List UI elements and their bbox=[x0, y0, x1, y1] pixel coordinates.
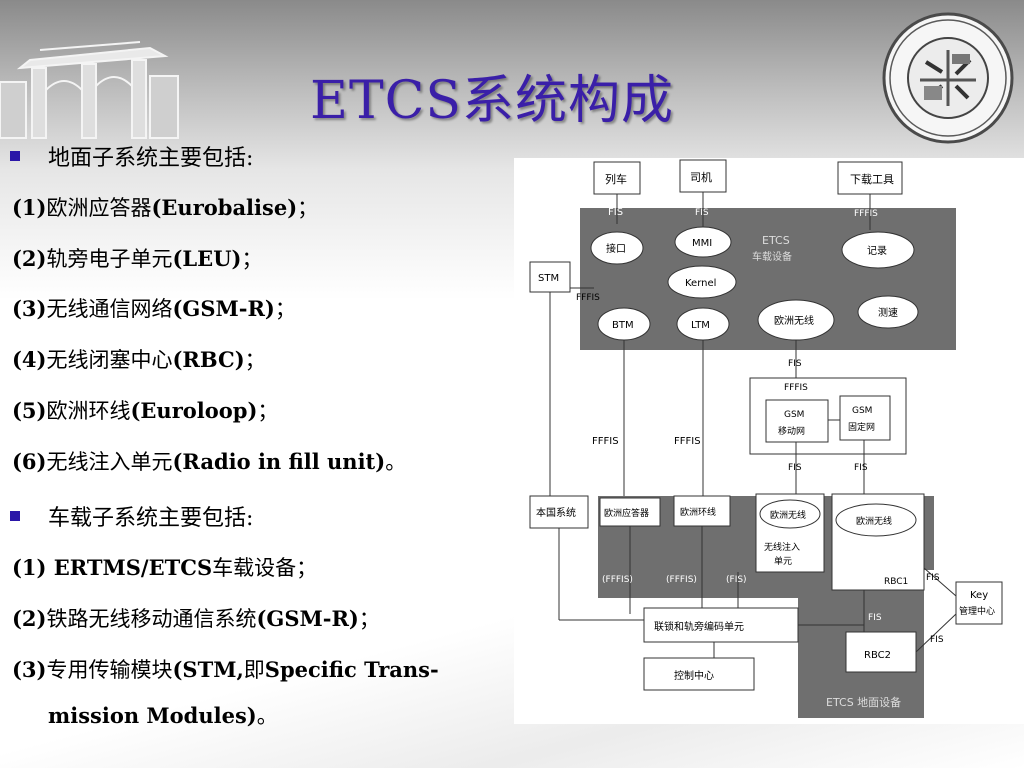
fis-rbc1-rbc2: FIS bbox=[868, 613, 882, 623]
etcs-architecture-diagram: ETCS 车载设备 ETCS 地面设备 列车 司机 下载工具 FIS FIS F… bbox=[514, 158, 1024, 724]
box-euroloop: 欧洲环线 bbox=[680, 506, 716, 518]
slide-title: ETCS系统构成 bbox=[310, 71, 675, 131]
oval-btm: BTM bbox=[612, 320, 634, 331]
fffis-middle: FFFIS bbox=[674, 436, 701, 447]
oval-odometry: 测速 bbox=[878, 306, 898, 319]
box-train: 列车 bbox=[605, 172, 627, 186]
fffis-stm: FFFIS bbox=[576, 293, 600, 303]
box-control-center: 控制中心 bbox=[674, 669, 714, 682]
oval-recorder: 记录 bbox=[867, 245, 887, 257]
fis-gsm-fixed: FIS bbox=[854, 463, 868, 473]
box-download-tool: 下载工具 bbox=[850, 173, 894, 186]
oval-mmi: MMI bbox=[692, 238, 712, 249]
radio-infill-line2: 单元 bbox=[774, 555, 792, 567]
onboard-equipment-label: ETCS bbox=[762, 234, 790, 247]
box-stm: STM bbox=[538, 273, 559, 284]
paren-fis: (FIS) bbox=[726, 575, 747, 585]
fis-rbc1-key: FIS bbox=[926, 573, 940, 583]
ground-item-6: (6)无线注入单元(Radio in fill unit)。 bbox=[12, 449, 407, 474]
fis-gsm-mobile: FIS bbox=[788, 463, 802, 473]
fffis-download: FFFIS bbox=[854, 209, 878, 219]
radio-infill-line1: 无线注入 bbox=[764, 541, 800, 553]
onboard-equipment-sublabel: 车载设备 bbox=[752, 250, 792, 263]
gsm-fixed-line2: 固定网 bbox=[848, 421, 875, 433]
oval-ltm: LTM bbox=[691, 320, 710, 331]
rbc1-label: RBC1 bbox=[884, 577, 908, 587]
oval-euroradio-onboard: 欧洲无线 bbox=[774, 314, 814, 327]
ground-item-3: (3)无线通信网络(GSM-R)； bbox=[12, 296, 296, 321]
gsm-fixed-line1: GSM bbox=[852, 406, 872, 416]
gsm-mobile-line2: 移动网 bbox=[778, 425, 805, 437]
rbc2-label: RBC2 bbox=[864, 650, 891, 661]
fis-cab: FIS bbox=[695, 208, 709, 218]
onboard-item-3-continued: mission Modules)。 bbox=[48, 703, 278, 728]
ground-item-5: (5)欧洲环线(Euroloop)； bbox=[12, 398, 279, 423]
onboard-item-3: (3)专用传输模块(STM,即Specific Trans- bbox=[12, 657, 439, 682]
onboard-item-1: (1) ERTMS/ETCS车载设备； bbox=[12, 555, 318, 580]
box-national-system: 本国系统 bbox=[536, 506, 576, 519]
university-gate-illustration bbox=[0, 41, 179, 139]
key-mgmt-line1: Key bbox=[970, 590, 988, 601]
onboard-subsystem-heading: 车载子系统主要包括: bbox=[48, 506, 254, 531]
fffis-gsm: FFFIS bbox=[784, 383, 808, 393]
box-cab: 司机 bbox=[690, 170, 712, 184]
paren-fffis-2: (FFFIS) bbox=[666, 575, 697, 585]
bullet-square-icon bbox=[10, 511, 20, 521]
ground-equipment-label: ETCS 地面设备 bbox=[826, 695, 901, 709]
oval-kernel: Kernel bbox=[685, 278, 716, 289]
fis-euroradio: FIS bbox=[788, 359, 802, 369]
key-mgmt-line2: 管理中心 bbox=[959, 605, 995, 617]
bullet-square-icon bbox=[10, 151, 20, 161]
fis-train: FIS bbox=[608, 207, 623, 218]
oval-euroradio-rbc: 欧洲无线 bbox=[856, 515, 892, 527]
university-seal bbox=[882, 12, 1014, 144]
gsm-mobile-line1: GSM bbox=[784, 410, 804, 420]
fffis-left: FFFIS bbox=[592, 436, 619, 447]
fis-rbc2-key: FIS bbox=[930, 635, 944, 645]
ground-item-4: (4)无线闭塞中心(RBC)； bbox=[12, 347, 266, 372]
box-interlocking: 联锁和轨旁编码单元 bbox=[654, 620, 744, 633]
oval-interface: 接口 bbox=[606, 242, 626, 255]
onboard-item-2: (2)铁路无线移动通信系统(GSM-R)； bbox=[12, 606, 380, 631]
paren-fffis-1: (FFFIS) bbox=[602, 575, 633, 585]
ground-item-1: (1)欧洲应答器(Eurobalise)； bbox=[12, 195, 319, 220]
oval-euroradio-ground: 欧洲无线 bbox=[770, 509, 806, 521]
box-eurobalise: 欧洲应答器 bbox=[604, 507, 649, 519]
ground-item-2: (2)轨旁电子单元(LEU)； bbox=[12, 246, 263, 271]
ground-subsystem-heading: 地面子系统主要包括: bbox=[48, 146, 254, 171]
